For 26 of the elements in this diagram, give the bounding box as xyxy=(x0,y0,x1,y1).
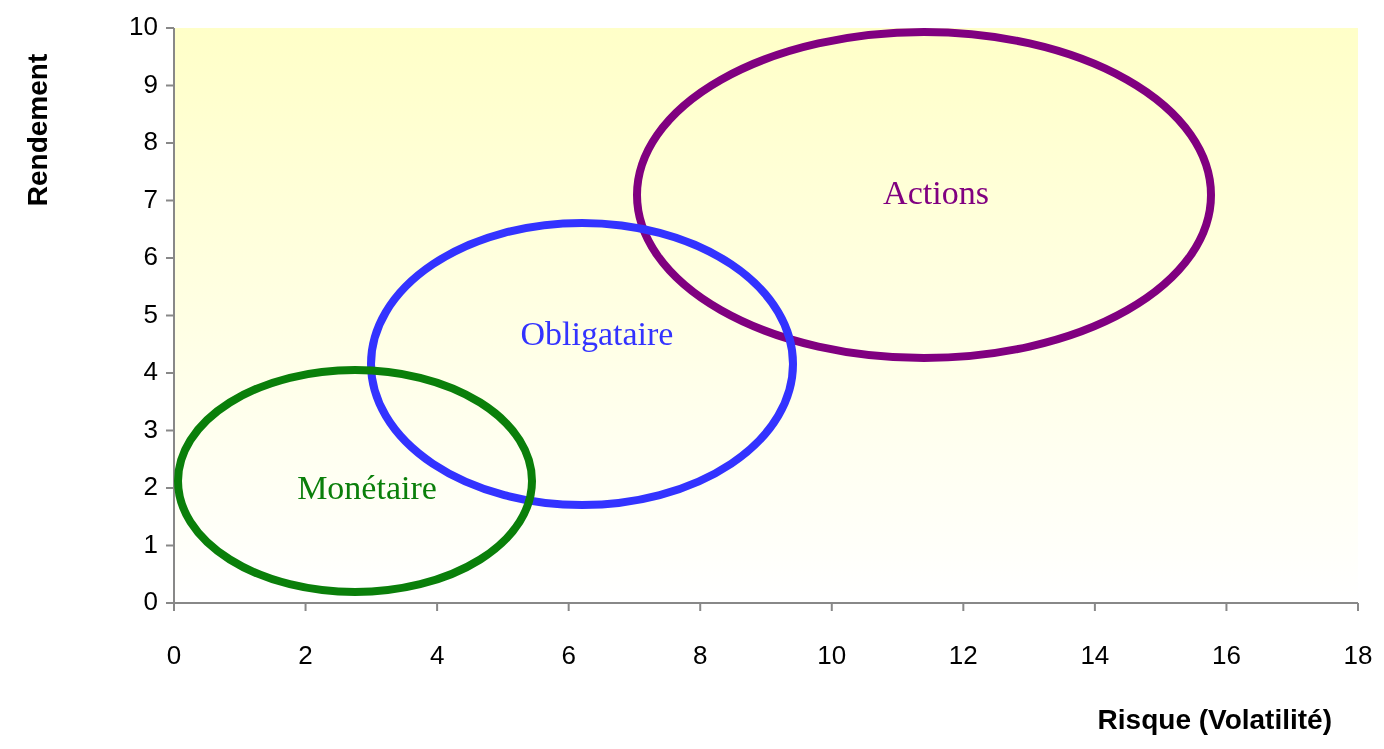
axis-tick-label: 4 xyxy=(429,640,445,671)
axis-tick-label: 8 xyxy=(693,640,708,671)
axis-tick-label: 12 xyxy=(948,640,978,671)
axis-tick-label: 5 xyxy=(143,298,158,330)
axis-tick-label: 10 xyxy=(129,11,158,42)
axis-tick-label: 16 xyxy=(1212,640,1241,671)
region-label: Obligataire xyxy=(520,315,674,353)
axis-title: Risque (Volatilité) xyxy=(1097,704,1332,736)
axis-tick-label: 10 xyxy=(817,640,847,671)
axis-title: Rendement xyxy=(22,53,54,207)
axis-tick-label: 8 xyxy=(143,126,158,157)
axis-tick-label: 2 xyxy=(143,471,158,502)
axis-tick-label: 18 xyxy=(1343,640,1373,671)
axis-tick-label: 14 xyxy=(1080,640,1110,671)
axis-tick-label: 6 xyxy=(143,241,158,272)
axis-tick-label: 7 xyxy=(143,183,158,215)
axis-tick-label: 2 xyxy=(298,640,313,671)
region-label: Actions xyxy=(883,174,989,212)
axis-tick-label: 6 xyxy=(561,640,576,671)
region-label: Monétaire xyxy=(297,469,437,507)
axis-tick-label: 4 xyxy=(143,356,158,387)
axis-tick-label: 9 xyxy=(143,68,158,100)
axis-tick-label: 0 xyxy=(143,586,158,617)
axis-tick-label: 3 xyxy=(143,413,158,445)
axis-tick-label: 0 xyxy=(166,640,182,671)
axis-tick-label: 1 xyxy=(143,528,158,560)
